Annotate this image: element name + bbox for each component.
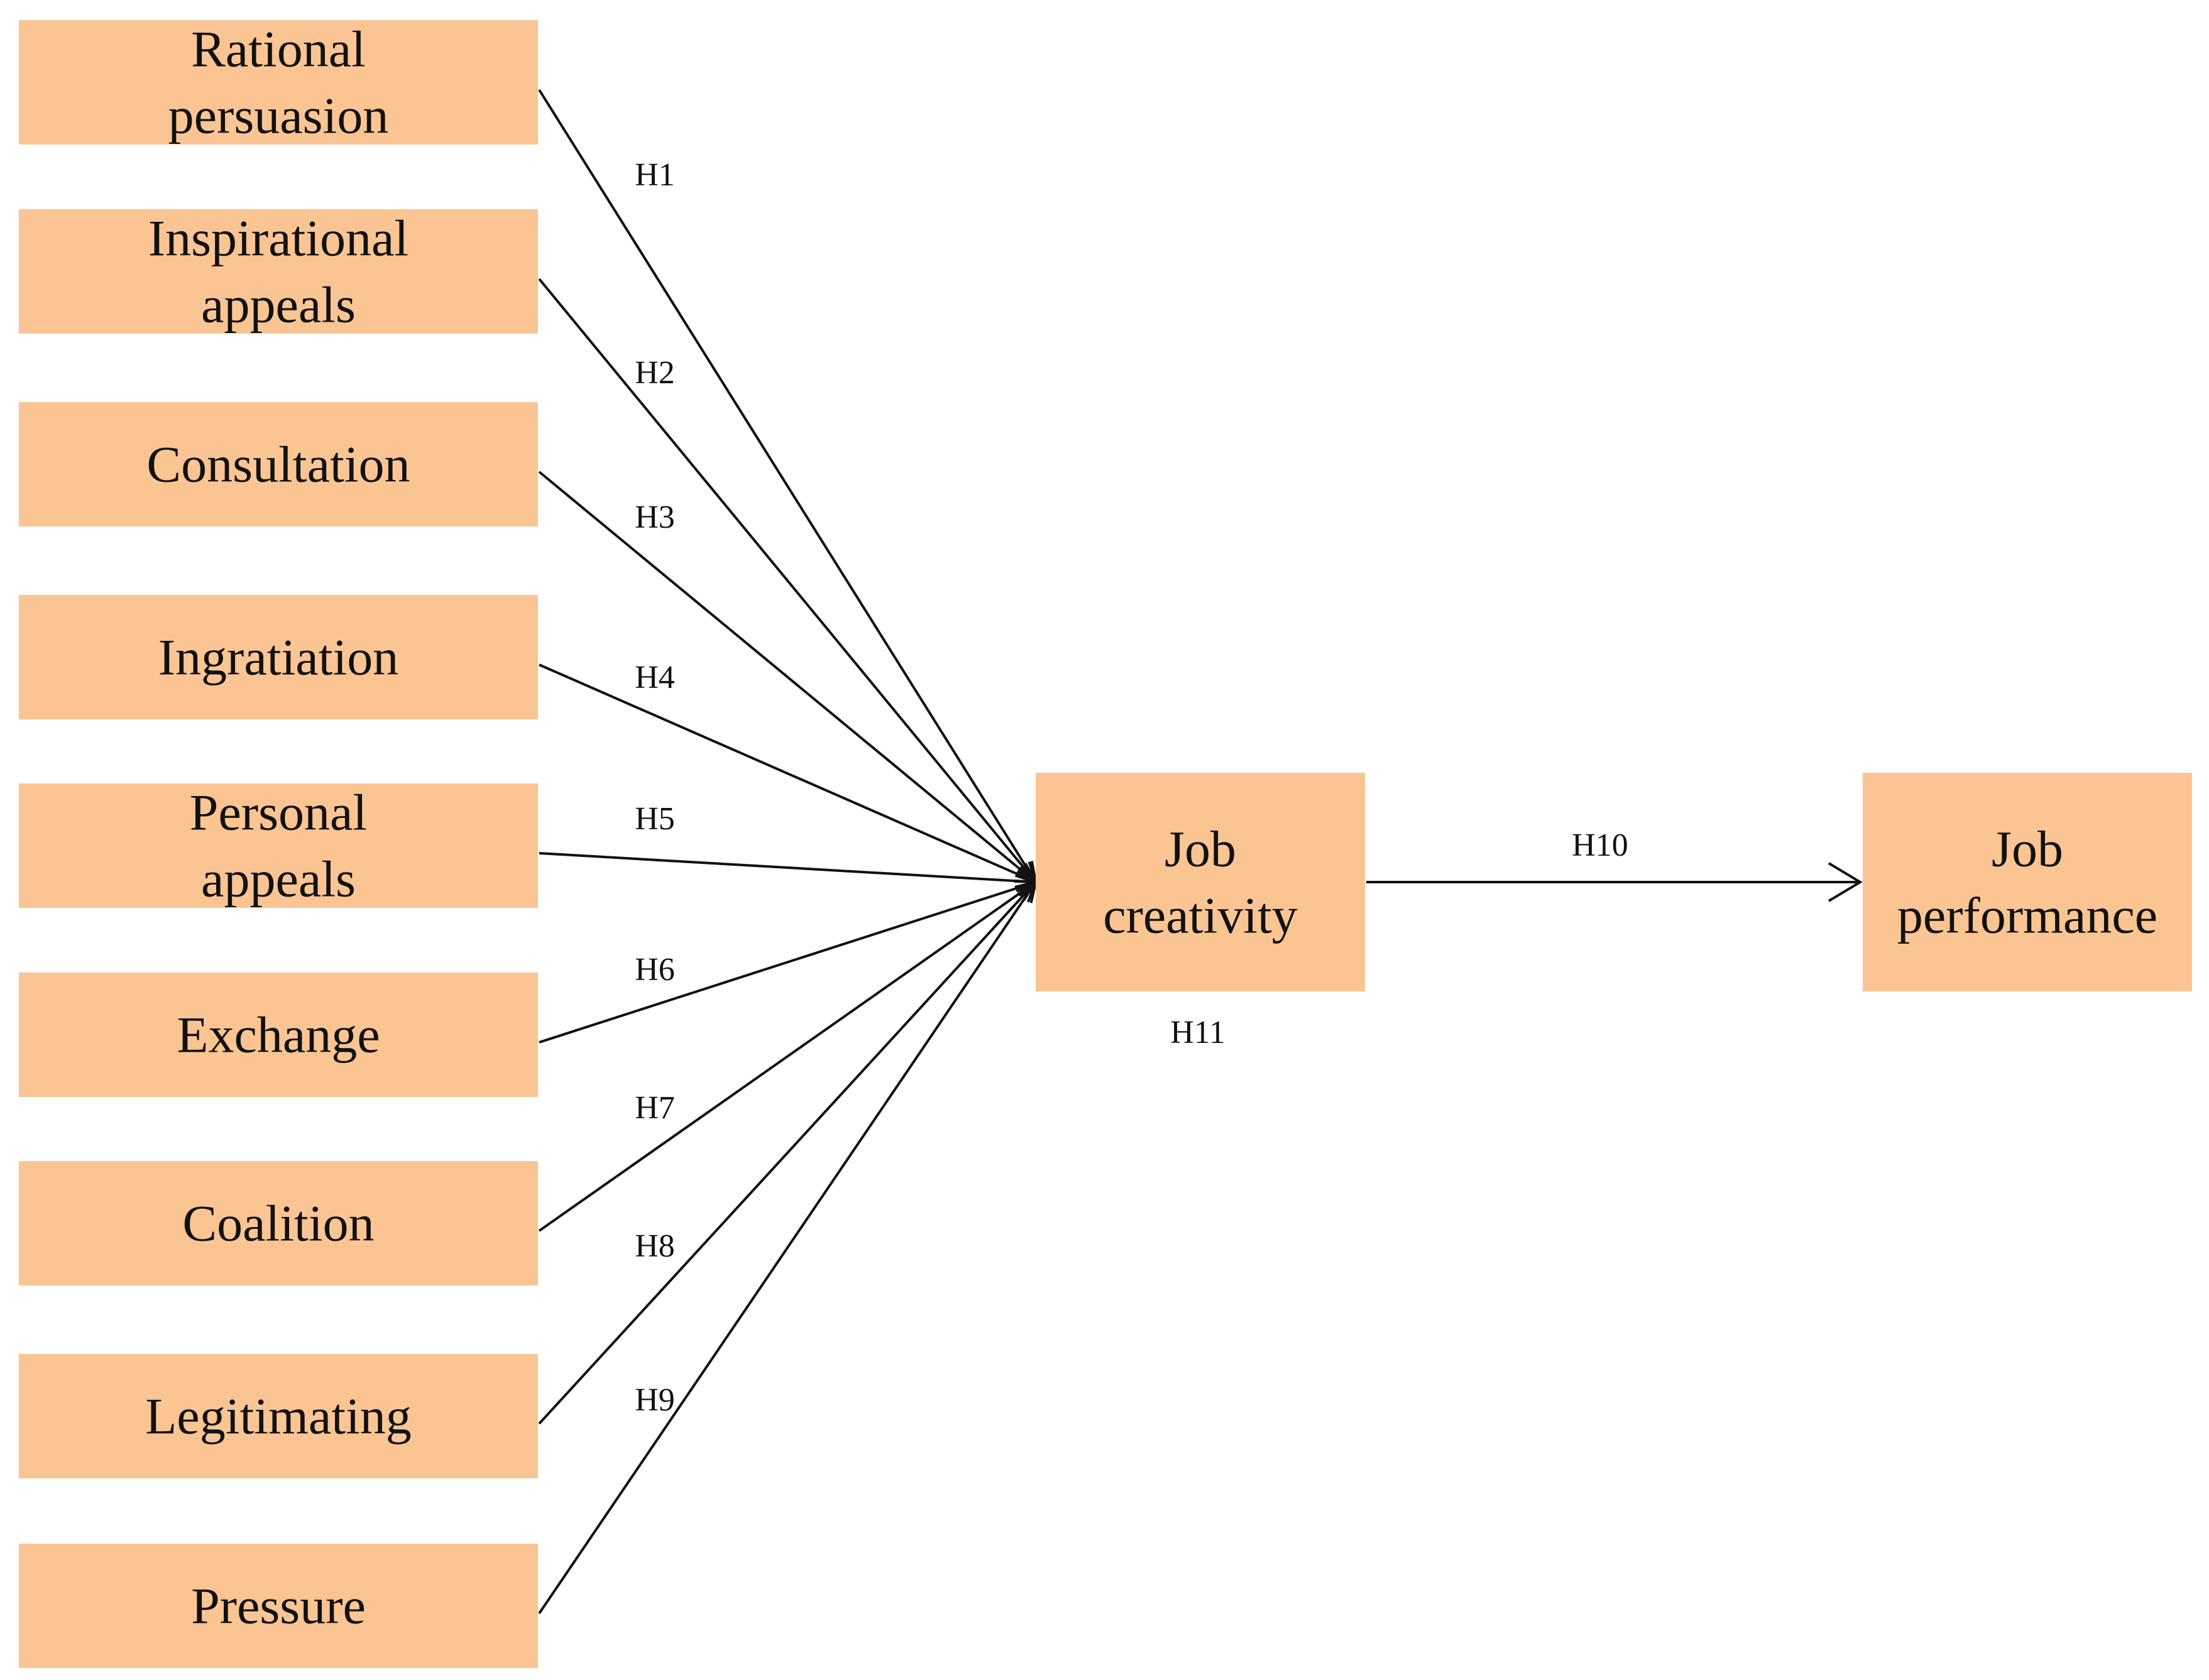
mediator-job-creativity-box: Job creativity	[1036, 773, 1365, 991]
outcome-job-performance-label-line-2: performance	[1897, 887, 2157, 944]
predictor-inspirational-appeals-box: Inspirational appeals	[19, 209, 538, 334]
predictor-rational-persuasion-label-line-1: Rational	[191, 21, 366, 78]
hypothesis-label-h9: H9	[635, 1382, 675, 1418]
predictor-pressure-label-line-1: Pressure	[191, 1578, 366, 1635]
predictor-pressure-box: Pressure	[19, 1544, 538, 1668]
mediator-job-creativity-label-line-1: Job	[1165, 821, 1236, 878]
outcome-job-performance-box: Job performance	[1863, 773, 2192, 991]
edge-personal-appeals-to-job-creativity	[539, 852, 1036, 883]
edge-inspirational-appeals-to-job-creativity	[538, 278, 1037, 883]
hypothesis-label-h2: H2	[635, 355, 675, 391]
hypothesis-label-h10: H10	[1572, 827, 1628, 863]
hypothesis-label-h4: H4	[635, 660, 675, 695]
predictor-legitimating-box-fill	[19, 1354, 538, 1478]
predictor-consultation-box: Consultation	[19, 402, 538, 526]
edges-layer	[538, 89, 1863, 1615]
outcome-job-performance-label-line-1: Job	[1992, 821, 2063, 878]
hypothesis-label-h7: H7	[635, 1090, 675, 1126]
predictor-exchange-label-line-1: Exchange	[177, 1006, 380, 1064]
predictor-personal-appeals-label-line-1: Personal	[190, 784, 367, 841]
edge-exchange-to-job-creativity	[539, 881, 1036, 1044]
predictor-rational-persuasion-label-line-2: persuasion	[168, 87, 389, 145]
predictor-inspirational-appeals-box-fill	[19, 209, 538, 334]
predictor-rational-persuasion-box: Rational persuasion	[19, 20, 538, 145]
outcome-job-performance-box-fill	[1863, 773, 2192, 991]
predictor-legitimating-label-line-1: Legitimating	[145, 1388, 412, 1445]
predictor-personal-appeals-box: Personal appeals	[19, 783, 538, 908]
hypothesis-label-h3: H3	[635, 499, 675, 535]
hypothesis-label-h1: H1	[635, 157, 675, 193]
edge-rational-persuasion-to-job-creativity	[538, 89, 1037, 883]
predictor-consultation-label-line-1: Consultation	[146, 436, 410, 493]
predictor-coalition-box-fill	[19, 1161, 538, 1285]
arrowhead-icon	[1828, 862, 1863, 902]
predictor-exchange-box-fill	[19, 973, 538, 1097]
hypothesis-label-h5: H5	[635, 801, 675, 837]
predictor-coalition-label-line-1: Coalition	[182, 1195, 374, 1252]
predictor-personal-appeals-label-line-2: appeals	[201, 851, 356, 908]
hypothesis-label-h6: H6	[635, 952, 675, 988]
predictor-inspirational-appeals-label-line-2: appeals	[201, 276, 356, 334]
hypothesis-label-h8: H8	[635, 1228, 675, 1264]
predictor-coalition-box: Coalition	[19, 1161, 538, 1285]
edge-coalition-to-job-creativity	[538, 881, 1037, 1232]
predictor-inspirational-appeals-label-line-1: Inspirational	[148, 210, 408, 267]
predictor-exchange-box: Exchange	[19, 973, 538, 1097]
edge-legitimating-to-job-creativity	[538, 881, 1037, 1425]
predictor-ingratiation-label-line-1: Ingratiation	[158, 629, 399, 686]
predictor-legitimating-box: Legitimating	[19, 1354, 538, 1478]
mediator-job-creativity-label-line-2: creativity	[1103, 887, 1298, 944]
edge-consultation-to-job-creativity	[538, 471, 1037, 883]
predictor-ingratiation-box: Ingratiation	[19, 595, 538, 719]
boxes-layer: RationalpersuasionInspirationalappealsCo…	[19, 20, 2192, 1668]
predictor-personal-appeals-box-fill	[19, 783, 538, 908]
hypothesis-label-h11: H11	[1170, 1015, 1225, 1050]
predictor-pressure-box-fill	[19, 1544, 538, 1668]
edge-ingratiation-to-job-creativity	[539, 663, 1036, 883]
edge-pressure-to-job-creativity	[538, 881, 1037, 1615]
mediator-job-creativity-box-fill	[1036, 773, 1365, 991]
predictor-consultation-box-fill	[19, 402, 538, 526]
predictor-ingratiation-box-fill	[19, 595, 538, 719]
predictor-rational-persuasion-box-fill	[19, 20, 538, 145]
